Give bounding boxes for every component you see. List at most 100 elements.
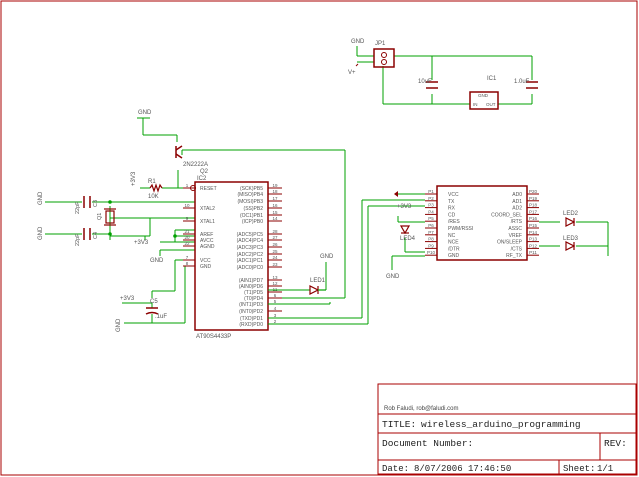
pin-name: (T0)PD4 bbox=[244, 296, 263, 302]
capacitor-c-right bbox=[526, 81, 538, 89]
radio-module-body bbox=[436, 185, 528, 261]
junction-dot bbox=[173, 234, 177, 238]
pin-number: P16 bbox=[529, 216, 538, 221]
led4 bbox=[399, 225, 411, 235]
q1-crystal bbox=[104, 208, 116, 226]
c-right-value: 1.0uF bbox=[514, 79, 530, 85]
pin-name: GND bbox=[200, 264, 212, 270]
pin-number: P10 bbox=[427, 250, 436, 255]
r1-label: R1 bbox=[148, 179, 156, 185]
r1-value: 10K bbox=[148, 194, 159, 200]
pin-name: (SCK)PB5 bbox=[240, 186, 263, 192]
c4-label: C4 bbox=[93, 232, 99, 239]
pin-name: (AIN1)PD7 bbox=[239, 278, 263, 284]
c3-label: C3 bbox=[93, 200, 99, 207]
pin-name: /RTS bbox=[511, 219, 523, 225]
junction-dot bbox=[108, 232, 112, 236]
c3-capacitor bbox=[83, 196, 91, 208]
pin-name: /RES bbox=[448, 219, 460, 225]
sheet-value: 1/1 bbox=[597, 464, 613, 474]
pin-name: AVCC bbox=[200, 238, 214, 244]
ic2-right-pins: (SCK)PB519(MISO)PB418(MOSI)PB317(SS)PB21… bbox=[237, 183, 282, 328]
c5-capacitor bbox=[145, 307, 159, 315]
pin-name: PWM/RSSI bbox=[448, 226, 473, 232]
title-label: TITLE: bbox=[382, 419, 416, 430]
pin-number: P20 bbox=[529, 189, 538, 194]
svg-text:OUT: OUT bbox=[486, 102, 496, 107]
pin-number: 25 bbox=[272, 249, 278, 254]
pin-name: /DTR bbox=[448, 246, 460, 252]
ic1-regulator: IC1 GND IN OUT bbox=[469, 76, 499, 110]
pin-number: P8 bbox=[428, 237, 434, 242]
pin-number: P6 bbox=[428, 223, 434, 228]
radio-wiring bbox=[391, 193, 609, 270]
pin-number: 22 bbox=[184, 241, 190, 246]
pin-number: 4 bbox=[274, 306, 277, 311]
pin-name: /CTS bbox=[511, 246, 523, 252]
svg-text:GND: GND bbox=[478, 93, 489, 98]
pin-number: 8 bbox=[186, 261, 189, 266]
gnd-led1-label: GND bbox=[320, 254, 334, 260]
pin-number: P2 bbox=[428, 196, 434, 201]
vplus-arrow bbox=[355, 63, 359, 67]
pin-name: XTAL2 bbox=[200, 206, 215, 212]
ic1-label: IC1 bbox=[487, 76, 497, 82]
pin-number: 13 bbox=[272, 275, 278, 280]
pin-number: 1 bbox=[186, 183, 189, 188]
pin-number: P12 bbox=[529, 243, 538, 248]
pin-name: AREF bbox=[200, 232, 213, 238]
c3-value: 22pF bbox=[75, 201, 81, 214]
led2-label: LED2 bbox=[563, 211, 579, 217]
pin-name: NCE bbox=[448, 240, 459, 246]
led1 bbox=[309, 285, 326, 295]
led4-label: LED4 bbox=[400, 236, 416, 242]
pin-name: NC bbox=[448, 233, 456, 239]
led2 bbox=[565, 217, 576, 227]
pin-name: (ADC4)PC4 bbox=[237, 238, 264, 244]
pin-name: RESET bbox=[200, 186, 217, 192]
pin-name: XTAL1 bbox=[200, 219, 215, 225]
pin-number: P14 bbox=[529, 230, 538, 235]
svg-text:IN: IN bbox=[473, 102, 478, 107]
pin-number: 24 bbox=[272, 255, 278, 260]
pin-number: P5 bbox=[428, 216, 434, 221]
pin-number: P13 bbox=[529, 237, 538, 242]
radio-left-pins: VCCP1TXP2RXP3CDP4/RESP5PWM/RSSIP6NCP7NCE… bbox=[425, 189, 473, 259]
pin-number: 3 bbox=[274, 313, 277, 318]
radio-vcc-arrow bbox=[394, 191, 398, 197]
q1-label: Q1 bbox=[97, 213, 103, 220]
q2-wiring bbox=[137, 117, 346, 299]
pin-name: AD2 bbox=[512, 206, 522, 212]
pin-number: 6 bbox=[274, 293, 277, 298]
gnd-c4-label: GND bbox=[38, 226, 44, 240]
gnd-top-label: GND bbox=[138, 110, 152, 116]
gnd-power-label: GND bbox=[351, 39, 365, 45]
pin-number: P9 bbox=[428, 243, 434, 248]
jp1-connector: JP1 bbox=[373, 41, 395, 68]
q2-part: 2N2222A bbox=[183, 162, 208, 168]
ic2-body bbox=[194, 181, 269, 331]
capacitor-c-left bbox=[426, 81, 438, 89]
c-left-value: 10uF bbox=[418, 79, 432, 85]
pin-number: 28 bbox=[272, 229, 278, 234]
pin-number: 14 bbox=[272, 216, 278, 221]
q2-label: Q2 bbox=[200, 169, 209, 175]
c5-value: .1uF bbox=[155, 314, 167, 320]
pin-name: VREF bbox=[509, 233, 522, 239]
schematic-title: wireless_arduino_programming bbox=[421, 419, 581, 430]
pin-number: 10 bbox=[184, 203, 190, 208]
pin-name: (OC1)PB1 bbox=[240, 213, 263, 219]
pin-number: P1 bbox=[428, 189, 434, 194]
author-text: Rob Faludi, rob@faludi.com bbox=[384, 406, 458, 412]
pin-name: (SS)PB2 bbox=[244, 206, 264, 212]
date-value: 8/07/2006 17:46:50 bbox=[414, 464, 511, 474]
pin-name: (INT0)PD2 bbox=[239, 309, 263, 315]
gnd-c3-label: GND bbox=[38, 191, 44, 205]
pin-name: (TXD)PD1 bbox=[240, 316, 263, 322]
rev-label: REV: bbox=[604, 438, 627, 449]
pin-name: (ADC2)PC2 bbox=[237, 252, 264, 258]
pin-name: (ADC0)PC0 bbox=[237, 265, 264, 271]
pin-name: ASSC bbox=[508, 226, 522, 232]
led1-label: LED1 bbox=[310, 278, 326, 284]
